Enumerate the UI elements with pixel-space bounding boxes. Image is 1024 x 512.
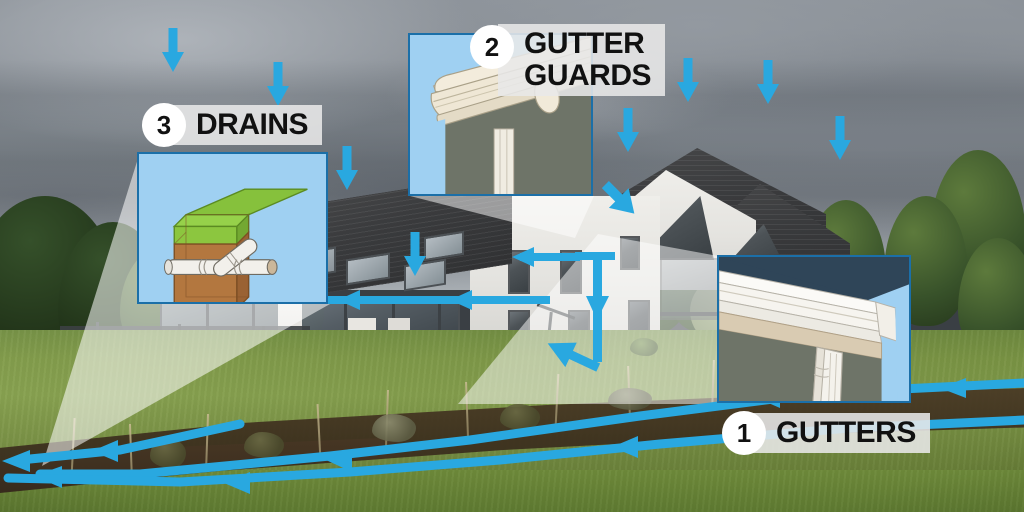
- callout-number-badge: 3: [142, 103, 186, 147]
- callout-label-gutters[interactable]: 1 GUTTERS: [722, 411, 930, 455]
- callout-number-badge: 1: [722, 411, 766, 455]
- callout-label-text: GUTTERS: [750, 413, 930, 453]
- shrub: [500, 404, 540, 430]
- callout-label-text: GUTTER GUARDS: [498, 24, 666, 96]
- callout-number-badge: 2: [470, 25, 514, 69]
- callout-label-drains[interactable]: 3 DRAINS: [142, 103, 323, 147]
- mullion: [344, 300, 347, 352]
- rock: [372, 414, 416, 442]
- window: [620, 236, 640, 270]
- callout-label-text: DRAINS: [170, 105, 323, 145]
- callout-panel-drains[interactable]: [137, 152, 328, 304]
- shrub: [630, 338, 658, 356]
- mullion: [438, 300, 441, 352]
- callout-label-gutter-guards[interactable]: 2 GUTTER GUARDS: [470, 24, 666, 96]
- shrub: [150, 438, 186, 468]
- gutters-illustration: [719, 257, 909, 401]
- drains-illustration: [139, 154, 326, 302]
- window: [560, 250, 582, 294]
- rock: [608, 388, 652, 410]
- shrub: [244, 432, 284, 458]
- callout-panel-gutters[interactable]: [717, 255, 911, 403]
